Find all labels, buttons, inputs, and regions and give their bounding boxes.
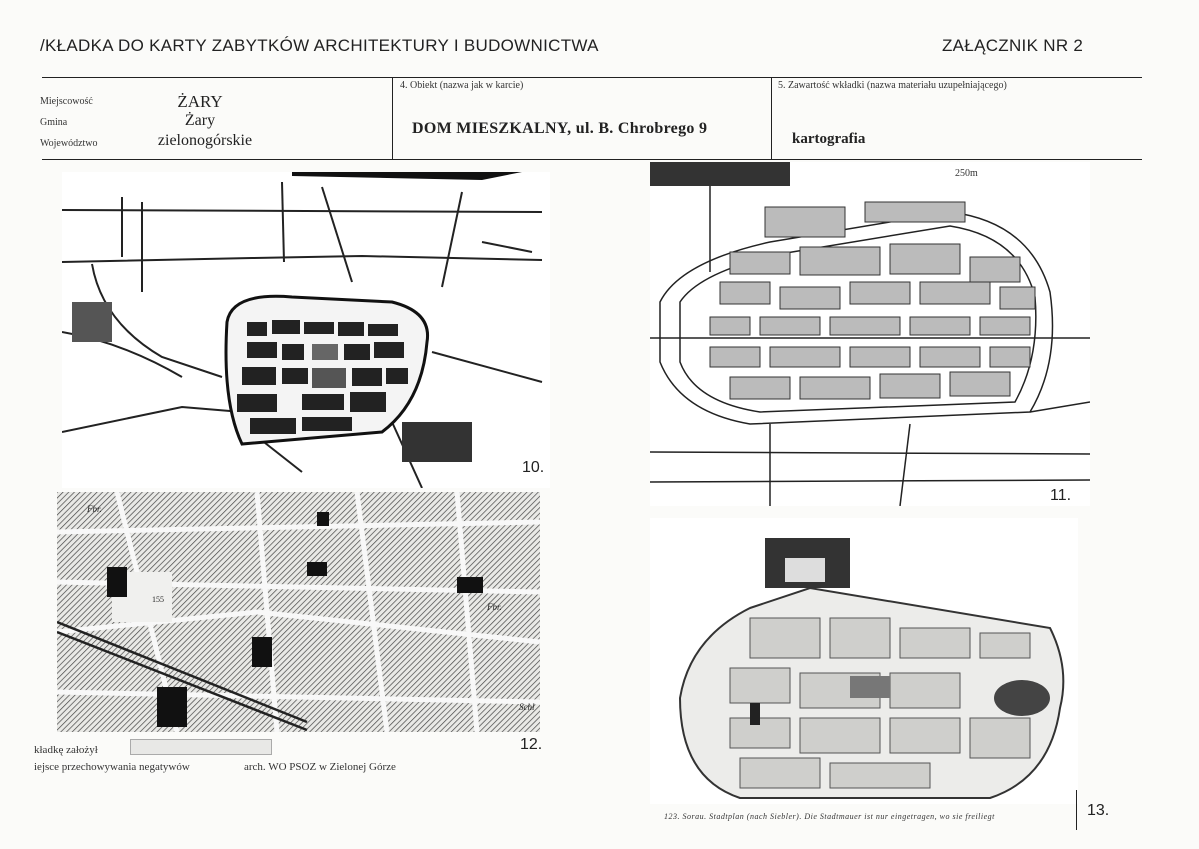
map-12: 155 Fbr. Fbr. Schl	[57, 492, 540, 732]
footer-prepared-signature	[130, 739, 272, 755]
form-bottom-rule	[42, 159, 1142, 160]
map-12-label-schl: Schl	[519, 702, 535, 712]
label-voivodeship: Województwo	[40, 138, 98, 149]
footer-storage-value: arch. WO PSOZ w Zielonej Górze	[244, 761, 396, 773]
value-voivodeship: zielonogórskie	[157, 132, 253, 149]
map-12-label-155: 155	[152, 595, 164, 604]
map-11-drawing: 250m 11.	[650, 162, 1090, 506]
map-13-drawing	[678, 538, 1065, 799]
map-11-scale: 250m	[955, 168, 978, 179]
footer-storage-label: iejsce przechowywania negatywów	[34, 761, 190, 773]
contents-header: 5. Zawartość wkładki (nazwa materiału uz…	[778, 80, 1007, 91]
value-town: ŻARY	[177, 92, 223, 111]
map-10: 10.	[62, 172, 550, 488]
contents-value: kartografia	[792, 131, 866, 147]
footer-prepared-label: kładkę założył	[34, 744, 98, 756]
object-header: 4. Obiekt (nazwa jak w karcie)	[400, 80, 524, 91]
map-13-frame-line	[1076, 790, 1077, 830]
map-10-drawing: 10.	[62, 172, 544, 488]
map-13-caption: 123. Sorau. Stadtplan (nach Siebler). Di…	[664, 812, 995, 821]
label-commune: Gmina	[40, 117, 68, 128]
map-13	[650, 518, 1078, 804]
annex-number: ZAŁĄCZNIK NR 2	[942, 36, 1084, 55]
map-11-number: 11.	[1050, 487, 1071, 504]
value-commune: Żary	[184, 112, 216, 129]
map-12-drawing: 155 Fbr. Fbr. Schl	[57, 492, 540, 732]
map-10-number: 10.	[522, 459, 544, 476]
object-name: DOM MIESZKALNY, ul. B. Chrobrego 9	[412, 120, 708, 137]
document-title: /KŁADKA DO KARTY ZABYTKÓW ARCHITEKTURY I…	[40, 36, 599, 55]
form-divider-1	[392, 77, 393, 159]
form-divider-2	[771, 77, 772, 159]
map-12-number: 12.	[520, 736, 543, 753]
map-12-label-fbr-2: Fbr.	[486, 602, 502, 612]
map-12-label-fbr-1: Fbr.	[86, 504, 102, 514]
label-town: Miejscowość	[40, 96, 93, 107]
form-top-rule	[42, 77, 1142, 78]
map-11: 250m 11.	[650, 162, 1090, 506]
map-13-number: 13.	[1087, 802, 1110, 819]
